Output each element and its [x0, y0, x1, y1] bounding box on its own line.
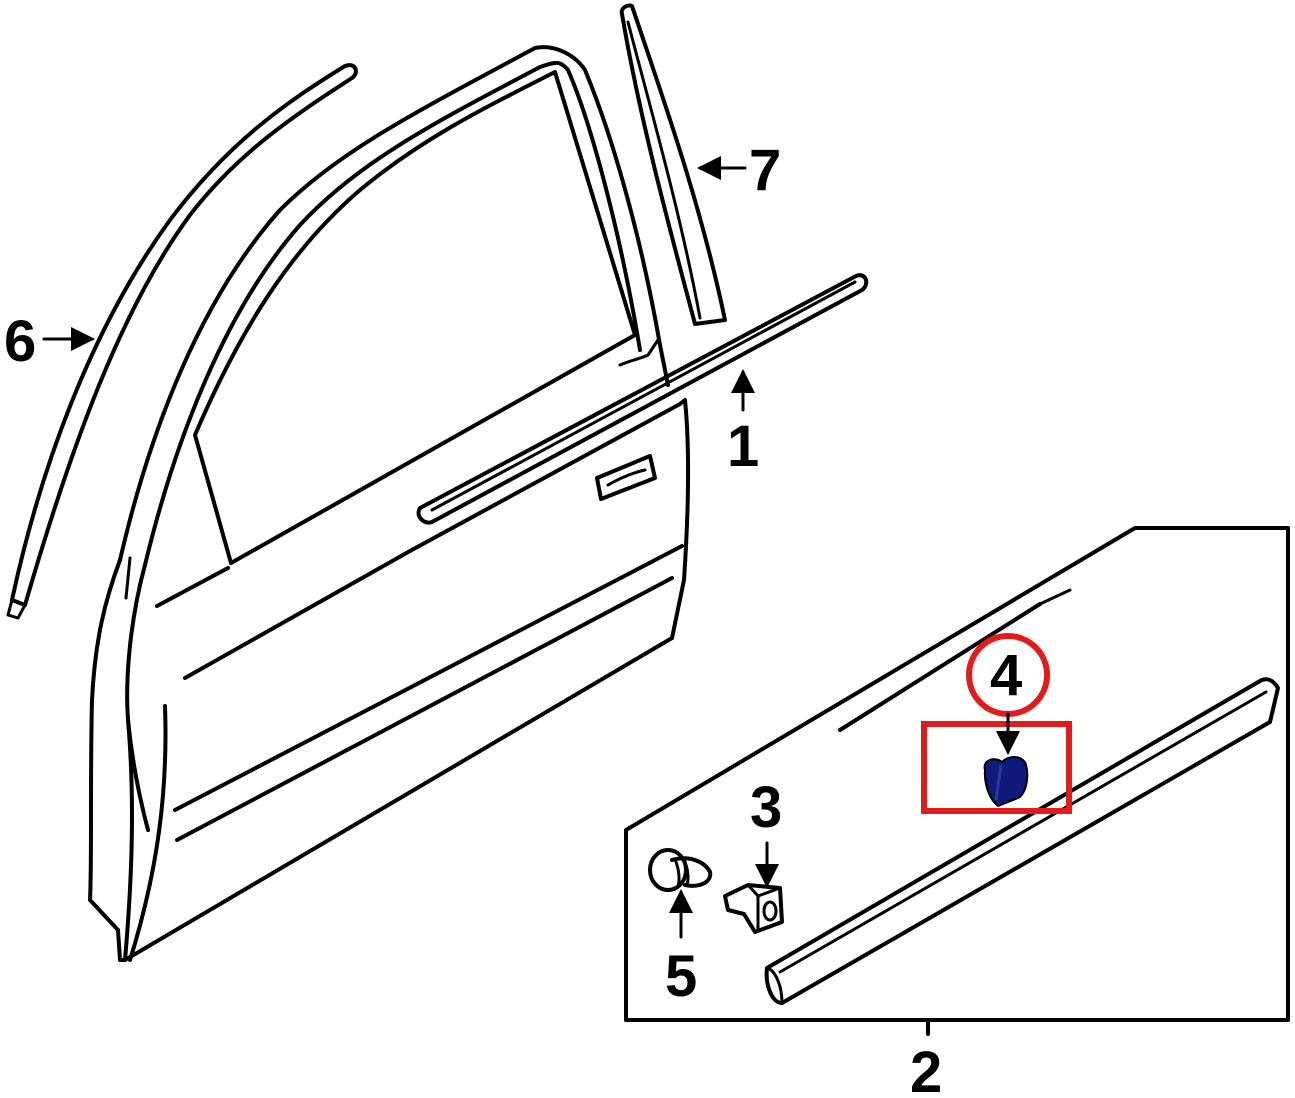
- part-6-drip-molding: [6, 63, 358, 620]
- part-3-clip-icon: [723, 883, 784, 934]
- callout-7: 7: [749, 138, 781, 203]
- callout-3: 3: [750, 775, 782, 840]
- part-7-pillar-applique: [619, 3, 727, 326]
- callout-4: 4: [990, 643, 1022, 708]
- leader-arrows: [42, 156, 1020, 1036]
- door-shell: [88, 45, 690, 962]
- highlight-box: [921, 721, 1072, 814]
- callout-6: 6: [4, 309, 36, 374]
- part-4-clip-highlighted: [983, 756, 1029, 808]
- callout-5: 5: [665, 944, 697, 1009]
- door-handle: [595, 454, 657, 501]
- part-5-screw-icon: [648, 848, 713, 892]
- callout-1: 1: [727, 414, 759, 479]
- part-2-inset-box: [624, 526, 1290, 1022]
- part-1-belt-molding: [416, 273, 869, 525]
- callout-2: 2: [910, 1040, 942, 1098]
